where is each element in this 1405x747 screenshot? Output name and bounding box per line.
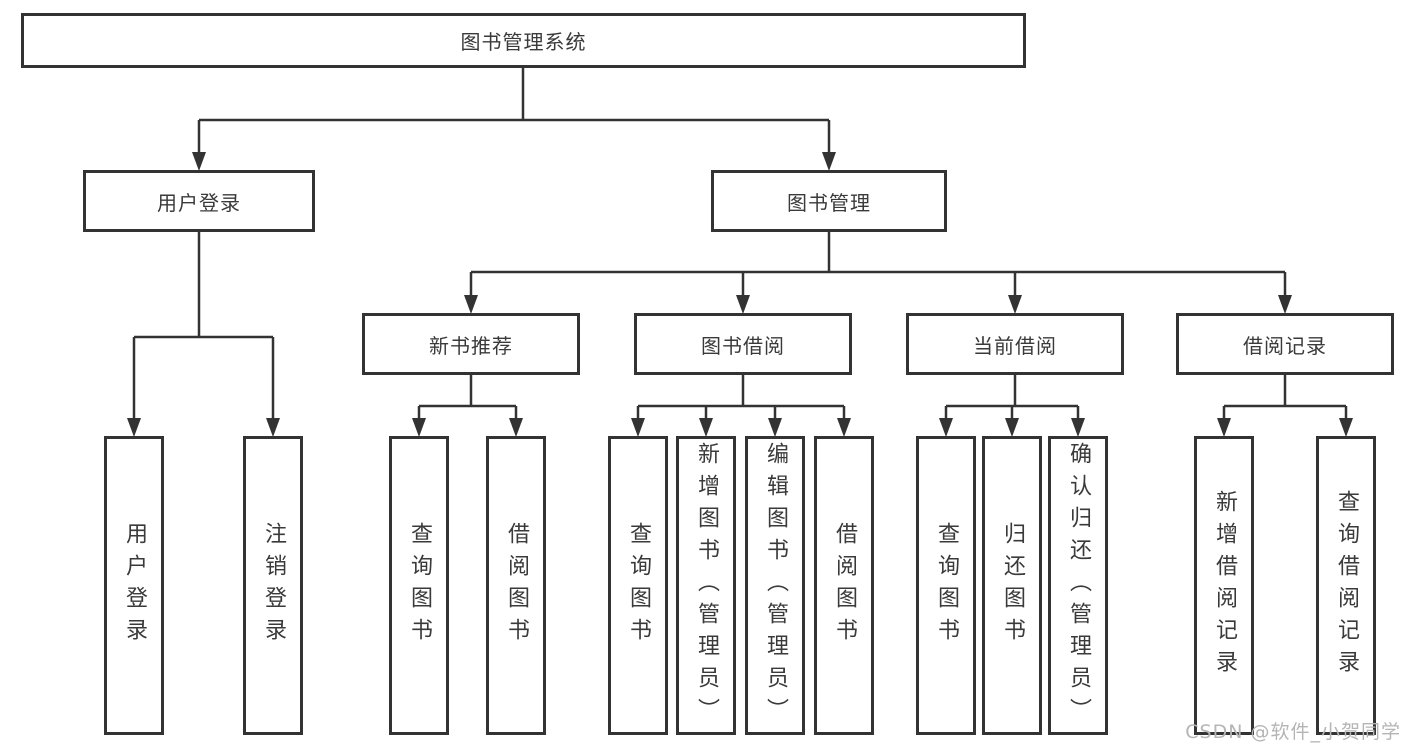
leaf-user-login-label: 用户登录 — [122, 521, 147, 650]
leaf-borrow-books: 借阅图书 — [814, 436, 874, 735]
node-user-login-label: 用户登录 — [157, 190, 241, 215]
leaf-query-books-recommend-label: 查询图书 — [407, 521, 432, 650]
leaf-borrow-books-recommend: 借阅图书 — [486, 436, 546, 735]
leaf-edit-book-admin-label: 编辑图书（管理员） — [763, 441, 788, 730]
node-root-label: 图书管理系统 — [460, 30, 587, 54]
node-current-borrow-label: 当前借阅 — [973, 333, 1057, 358]
leaf-add-borrow-record-label: 新增借阅记录 — [1212, 489, 1237, 682]
node-book-borrow-label: 图书借阅 — [701, 333, 785, 358]
leaf-logout-label: 注销登录 — [261, 521, 286, 650]
watermark: CSDN @软件_小贺同学 — [1185, 721, 1401, 743]
leaf-query-books-current: 查询图书 — [916, 436, 976, 735]
leaf-query-books-borrow-label: 查询图书 — [626, 521, 651, 650]
leaf-add-book-admin-label: 新增图书（管理员） — [694, 441, 719, 730]
node-borrow-records-label: 借阅记录 — [1243, 333, 1327, 358]
leaf-edit-book-admin: 编辑图书（管理员） — [745, 436, 805, 735]
leaf-return-book: 归还图书 — [982, 436, 1042, 735]
node-book-borrow: 图书借阅 — [634, 313, 852, 375]
leaf-query-books-borrow: 查询图书 — [608, 436, 668, 735]
node-book-management-label: 图书管理 — [787, 190, 871, 215]
leaf-query-books-recommend: 查询图书 — [389, 436, 449, 735]
leaf-logout: 注销登录 — [243, 436, 303, 735]
node-user-login: 用户登录 — [83, 170, 315, 232]
leaf-query-borrow-record: 查询借阅记录 — [1316, 436, 1376, 735]
node-new-book-recommend-label: 新书推荐 — [429, 333, 513, 358]
leaf-confirm-return-admin-label: 确认归还（管理员） — [1066, 441, 1091, 730]
node-new-book-recommend: 新书推荐 — [362, 313, 580, 375]
leaf-borrow-books-recommend-label: 借阅图书 — [504, 521, 529, 650]
node-book-management: 图书管理 — [711, 170, 947, 232]
node-current-borrow: 当前借阅 — [906, 313, 1124, 375]
leaf-return-book-label: 归还图书 — [1000, 521, 1025, 650]
leaf-add-book-admin: 新增图书（管理员） — [676, 436, 736, 735]
leaf-borrow-books-label: 借阅图书 — [832, 521, 857, 650]
leaf-user-login: 用户登录 — [104, 436, 164, 735]
node-borrow-records: 借阅记录 — [1176, 313, 1394, 375]
leaf-confirm-return-admin: 确认归还（管理员） — [1048, 436, 1108, 735]
leaf-query-books-current-label: 查询图书 — [934, 521, 959, 650]
node-root: 图书管理系统 — [21, 13, 1026, 68]
leaf-query-borrow-record-label: 查询借阅记录 — [1334, 489, 1359, 682]
leaf-add-borrow-record: 新增借阅记录 — [1194, 436, 1254, 735]
